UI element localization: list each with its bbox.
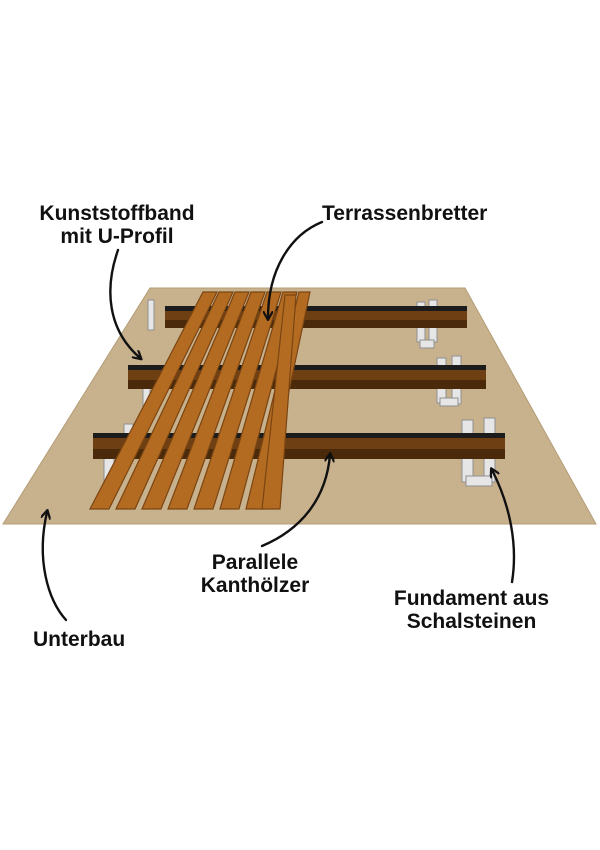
- label-unterbau: Unterbau: [33, 628, 125, 651]
- label-parallele-kanthoelzer: Parallele Kanthölzer: [180, 551, 330, 597]
- arrow-fundament: [492, 470, 516, 584]
- label-fundament-line-2: Schalsteinen: [406, 610, 537, 633]
- arrow-terrassenbretter: [268, 220, 324, 318]
- label-parallele-line-1: Parallele: [211, 551, 299, 574]
- u-profile-strip: [128, 365, 486, 370]
- label-terrassenbretter-line-1: Terrassenbretter: [322, 202, 488, 225]
- formwork-block: [439, 397, 459, 407]
- deck-board: [219, 291, 298, 510]
- u-profile-strip: [165, 306, 467, 311]
- label-kunststoffband-line-1: Kunststoffband: [39, 202, 195, 225]
- formwork-block: [465, 475, 493, 487]
- label-unterbau-line-1: Unterbau: [33, 628, 126, 651]
- deck-boards: [89, 291, 311, 510]
- label-kunststoffband: Kunststoffband mit U-Profil: [12, 202, 222, 248]
- arrow-unterbau: [43, 512, 68, 622]
- deck-board: [141, 291, 250, 510]
- label-parallele-line-2: Kanthölzer: [200, 574, 310, 597]
- deck-board: [115, 291, 234, 510]
- deck-board: [167, 291, 266, 510]
- deck-board: [261, 294, 297, 510]
- label-fundament: Fundament aus Schalsteinen: [364, 587, 579, 633]
- formwork-block: [147, 299, 155, 331]
- deck-board: [89, 291, 218, 510]
- arrow-parallele: [260, 455, 330, 548]
- deck-board: [193, 291, 282, 510]
- arrow-kunststoffband: [109, 248, 140, 358]
- label-kunststoffband-line-2: mit U-Profil: [60, 225, 174, 248]
- label-terrassenbretter: Terrassenbretter: [322, 202, 487, 225]
- u-profile-strip: [93, 433, 505, 438]
- formwork-block: [419, 339, 435, 349]
- label-fundament-line-1: Fundament aus: [393, 587, 550, 610]
